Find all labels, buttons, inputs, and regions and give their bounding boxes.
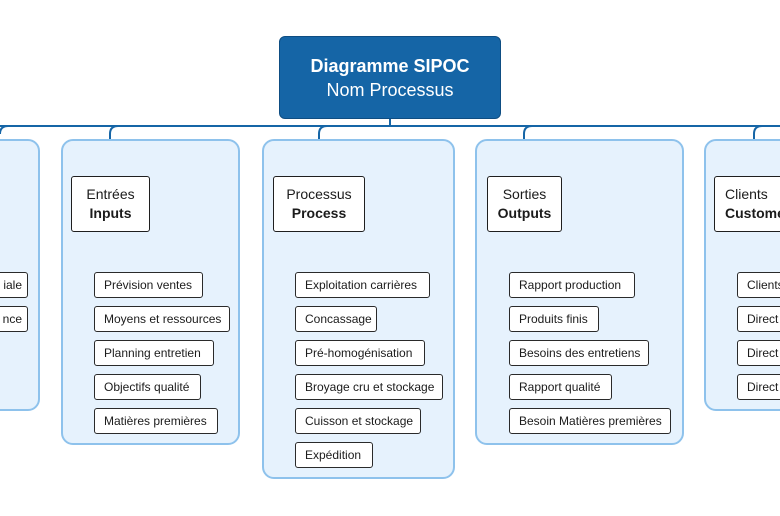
list-item-inputs-1[interactable]: Prévision ventes [94,272,203,298]
list-item-suppliers-2[interactable]: nce [0,306,28,332]
list-item-outputs-2[interactable]: Produits finis [509,306,599,332]
list-item-inputs-3[interactable]: Planning entretien [94,340,214,366]
list-item-outputs-3[interactable]: Besoins des entretiens [509,340,649,366]
list-item-inputs-5[interactable]: Matières premières [94,408,218,434]
header-inputs-en: Inputs [89,205,132,221]
diagram-title: Diagramme SIPOC [310,55,470,76]
list-item-process-4[interactable]: Broyage cru et stockage [295,374,443,400]
diagram-subtitle: Nom Processus [326,79,454,100]
header-inputs-fr: Entrées [86,186,135,202]
list-item-customers-1[interactable]: Clients [737,272,780,298]
list-item-outputs-5[interactable]: Besoin Matières premières [509,408,671,434]
header-customers[interactable]: Clients Custome [714,176,780,232]
list-item-outputs-1[interactable]: Rapport production [509,272,635,298]
header-process[interactable]: Processus Process [273,176,365,232]
list-item-inputs-4[interactable]: Objectifs qualité [94,374,201,400]
list-item-process-5[interactable]: Cuisson et stockage [295,408,421,434]
list-item-outputs-4[interactable]: Rapport qualité [509,374,612,400]
header-customers-en: Custome [725,205,780,221]
list-item-suppliers-1[interactable]: iale [0,272,28,298]
drop-line-suppliers [0,125,9,135]
list-item-inputs-2[interactable]: Moyens et ressources [94,306,230,332]
list-item-customers-3[interactable]: Direct [737,340,780,366]
root-node[interactable]: Diagramme SIPOC Nom Processus [279,36,501,119]
header-inputs[interactable]: Entrées Inputs [71,176,150,232]
header-outputs-fr: Sorties [502,186,547,202]
list-item-process-6[interactable]: Expédition [295,442,373,468]
list-item-customers-2[interactable]: Direct [737,306,780,332]
list-item-process-1[interactable]: Exploitation carrières [295,272,430,298]
header-process-fr: Processus [286,186,352,202]
header-outputs-en: Outputs [497,205,552,221]
list-item-process-2[interactable]: Concassage [295,306,377,332]
header-process-en: Process [291,205,347,221]
list-item-customers-4[interactable]: Direct [737,374,780,400]
header-outputs[interactable]: Sorties Outputs [487,176,562,232]
list-item-process-3[interactable]: Pré-homogénisation [295,340,425,366]
header-customers-fr: Clients [725,186,768,202]
